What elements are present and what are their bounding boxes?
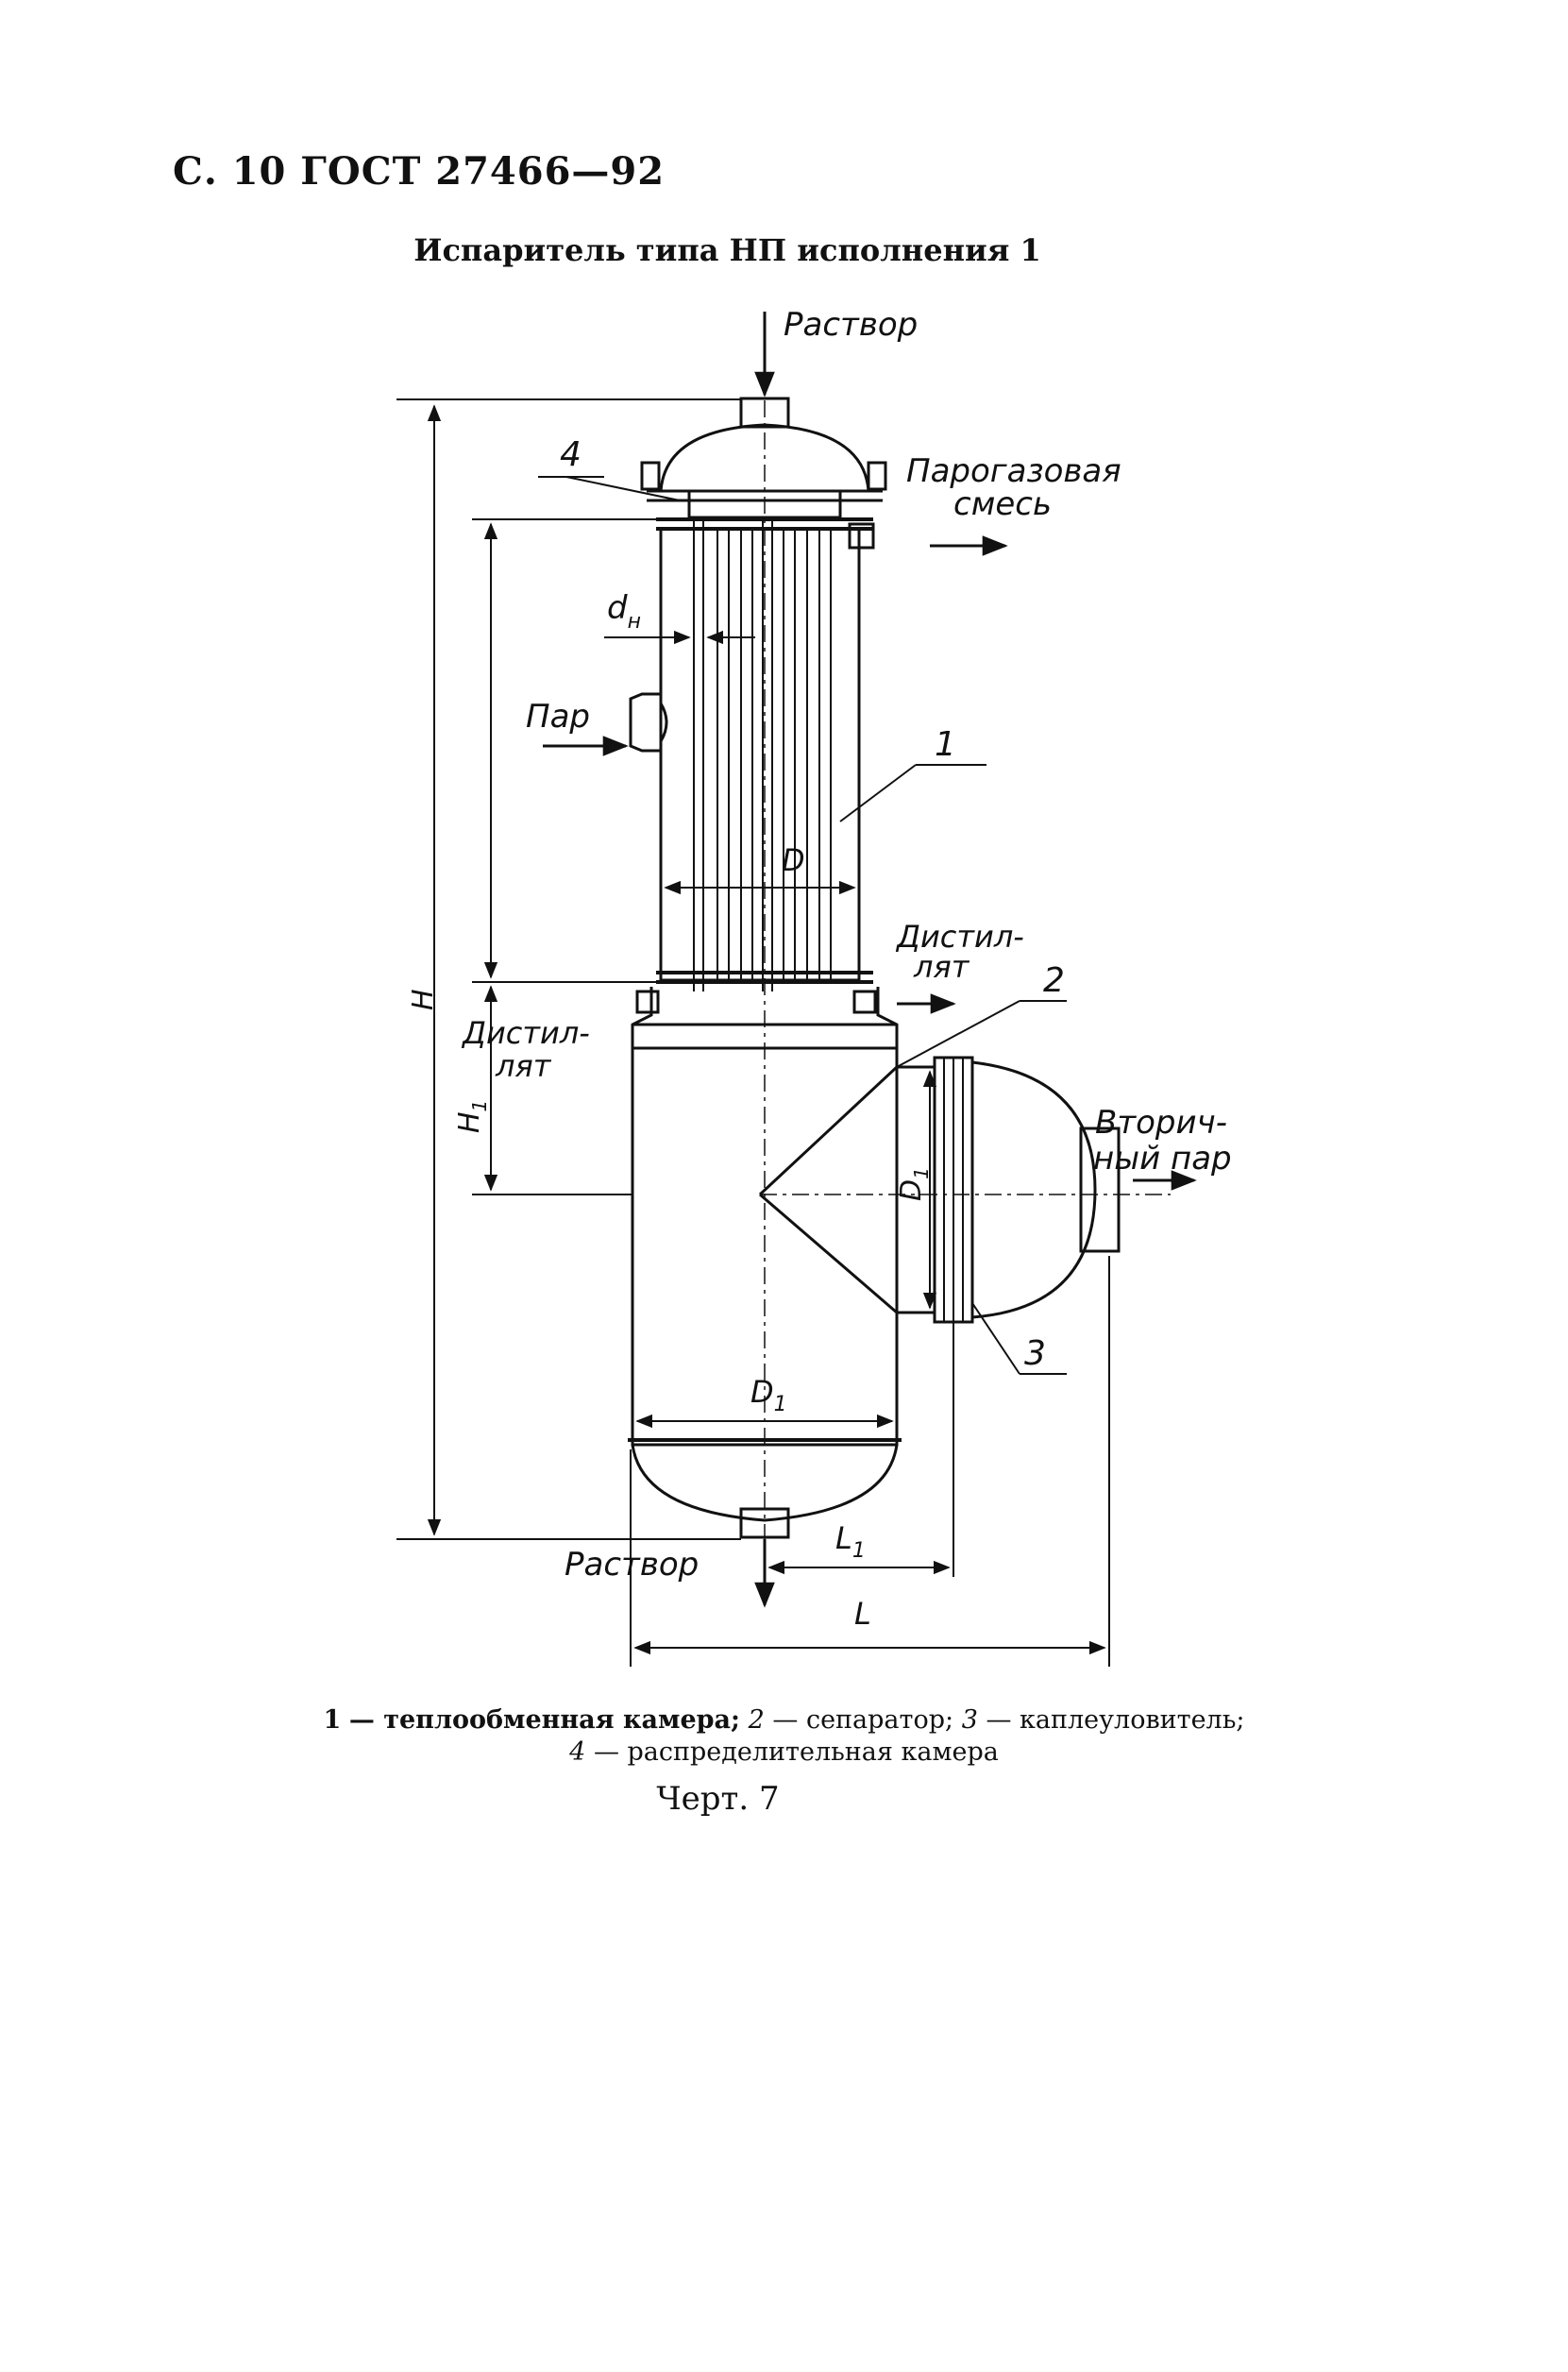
steam-nozzle	[629, 692, 663, 753]
label-dim-D1-horizontal: D1	[750, 1374, 787, 1416]
figure-title: Испаритель типа НП исполнения 1	[0, 232, 1568, 268]
legend-line-2: 4 — распределительная камера	[0, 1737, 1568, 1769]
legend-item-3-number: 3	[961, 1705, 978, 1735]
label-distillate-left-2: лят	[495, 1048, 552, 1084]
label-dim-L: L	[854, 1596, 871, 1632]
label-dim-D1-vertical-sub: 1	[910, 1167, 933, 1179]
label-dim-dn-sub: н	[628, 610, 641, 634]
label-number-4: 4	[560, 435, 582, 474]
legend: 1 — теплообменная камера; 2 — сепаратор;…	[0, 1704, 1568, 1769]
label-dim-H1-main: H	[453, 1111, 486, 1133]
figure-caption: Черт. 7	[0, 1780, 1568, 1818]
figure-title-text: Испаритель типа НП исполнения 1	[413, 232, 1041, 268]
label-dim-H: H	[407, 989, 440, 1010]
legend-item-2-number: 2	[748, 1705, 765, 1735]
side-dome	[971, 1060, 1097, 1319]
label-dim-H1: H1	[453, 1100, 491, 1133]
legend-item-3-text: — каплеуловитель;	[986, 1705, 1245, 1735]
label-gas-mixture-1: Парогазовая	[906, 452, 1121, 490]
label-dim-D1-horizontal-sub: 1	[774, 1393, 787, 1416]
label-dim-D1-horizontal-main: D	[750, 1374, 774, 1410]
legend-item-1-number: 1	[323, 1705, 342, 1735]
label-secondary-steam-1: Вторич-	[1095, 1104, 1227, 1142]
bottom-dome	[631, 1444, 899, 1522]
label-solution-out: Раствор	[565, 1546, 699, 1584]
label-solution-in: Раствор	[784, 306, 918, 344]
label-dim-D: D	[782, 842, 805, 878]
tube-bundle	[693, 517, 832, 991]
label-steam: Пар	[526, 698, 590, 736]
label-dim-H1-sub: 1	[468, 1100, 491, 1112]
droplet-catcher	[933, 1056, 974, 1324]
label-number-2: 2	[1043, 961, 1065, 1000]
label-distillate-right-2: лят	[913, 949, 970, 985]
label-dim-dn: dн	[607, 589, 641, 634]
legend-item-4-number: 4	[569, 1737, 586, 1767]
label-dim-L1-sub: 1	[852, 1539, 866, 1563]
label-number-1: 1	[935, 725, 956, 764]
label-gas-mixture-2: смесь	[953, 485, 1052, 523]
label-secondary-steam-2: ный пар	[1093, 1140, 1232, 1178]
label-dim-D1-vertical: D1	[895, 1167, 933, 1201]
legend-item-1-text: — теплообменная камера;	[348, 1705, 740, 1735]
legend-line-1: 1 — теплообменная камера; 2 — сепаратор;…	[0, 1704, 1568, 1737]
legend-item-4-text: — распределительная камера	[593, 1737, 999, 1767]
heat-exchange-chamber	[659, 527, 861, 982]
figure-caption-text: Черт. 7	[656, 1780, 780, 1818]
label-dim-dn-main: d	[607, 589, 628, 627]
legend-item-2-text: — сепаратор;	[772, 1705, 954, 1735]
page-header: С. 10 ГОСТ 27466—92	[173, 149, 666, 194]
label-dim-D1-vertical-main: D	[895, 1179, 928, 1201]
label-dim-L1: L1	[835, 1520, 866, 1563]
label-distillate-left-1: Дистил-	[461, 1015, 590, 1051]
label-distillate-right-1: Дистил-	[895, 919, 1024, 955]
label-dim-L1-main: L	[835, 1520, 852, 1556]
label-number-3: 3	[1024, 1334, 1046, 1373]
secondary-steam-nozzle	[1079, 1127, 1121, 1253]
